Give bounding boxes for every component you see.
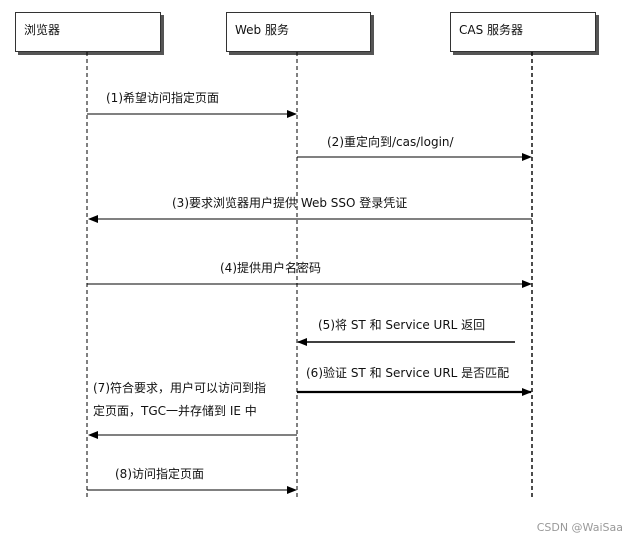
actor-cas-server-label: CAS 服务器: [459, 23, 524, 37]
message-6: (6)验证 ST 和 Service URL 是否匹配: [306, 366, 510, 380]
message-4: (4)提供用户名密码: [220, 261, 321, 275]
message-3: (3)要求浏览器用户提供 Web SSO 登录凭证: [172, 196, 408, 210]
message-7-line-1: (7)符合要求，用户可以访问到指: [93, 381, 266, 395]
message-8: (8)访问指定页面: [115, 467, 204, 481]
message-1: (1)希望访问指定页面: [106, 91, 219, 105]
actor-browser-label: 浏览器: [24, 23, 61, 37]
watermark: CSDN @WaiSaa: [536, 521, 623, 534]
message-7-line-2: 定页面，TGC一并存储到 IE 中: [93, 404, 257, 418]
message-5: (5)将 ST 和 Service URL 返回: [318, 318, 486, 332]
actor-web-service: Web 服务: [226, 12, 371, 52]
actor-web-service-label: Web 服务: [235, 23, 289, 37]
actor-cas-server: CAS 服务器: [450, 12, 596, 52]
actor-browser: 浏览器: [15, 12, 161, 52]
message-2: (2)重定向到/cas/login/: [327, 135, 454, 149]
